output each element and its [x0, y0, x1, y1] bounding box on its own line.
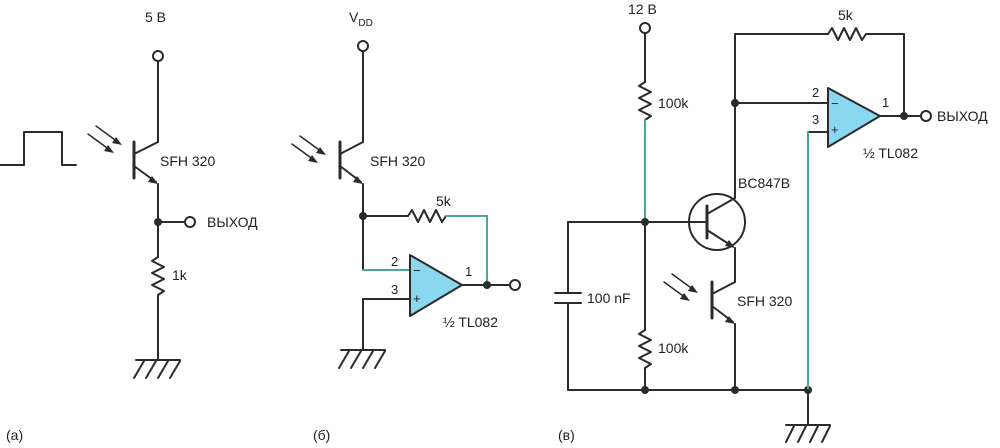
- output-terminal-a: [184, 216, 196, 228]
- resistor-5k-b: [407, 209, 447, 223]
- junction: [900, 112, 908, 120]
- light-arrows-c: [663, 273, 698, 301]
- junction: [641, 386, 649, 394]
- light-arrows-b: [291, 135, 326, 163]
- opamp-plus-b: +: [413, 291, 421, 306]
- transistor-bc847b: [688, 193, 746, 251]
- phototransistor-label-c: SFH 320: [737, 293, 792, 309]
- ground-icon-a: [133, 359, 181, 379]
- phototransistor-a: [132, 140, 159, 184]
- pin-3-c: 3: [812, 112, 819, 127]
- resistor-label-b: 5k: [436, 193, 452, 209]
- supply-label-c: 12 В: [628, 1, 657, 17]
- feedback-resistor-label-c: 5k: [838, 7, 854, 23]
- opamp-minus-c: −: [831, 96, 839, 111]
- transistor-label-c: BC847B: [738, 175, 790, 191]
- pin-1-b: 1: [465, 264, 472, 279]
- supply-terminal-b: [357, 40, 369, 52]
- pin-2-c: 2: [812, 85, 819, 100]
- caption-a: (a): [6, 427, 23, 443]
- opamp-label-c: ½ TL082: [863, 145, 918, 161]
- resistor-bottom-label-c: 100k: [658, 340, 689, 356]
- phototransistor-b: [338, 140, 364, 184]
- phototransistor-label-a: SFH 320: [160, 153, 215, 169]
- caption-b: (б): [313, 427, 330, 443]
- light-arrows-a: [87, 125, 122, 153]
- resistor-1k: [151, 256, 165, 296]
- panel-c: 12 В 100k 100k 100 nF: [554, 1, 988, 443]
- caption-c: (в): [558, 427, 575, 443]
- capacitor-label-c: 100 nF: [587, 290, 631, 306]
- opamp-label-b: ½ TL082: [443, 314, 498, 330]
- output-label-c: ВЫХОД: [937, 108, 988, 124]
- pin-3-b: 3: [391, 282, 398, 297]
- opamp-plus-c: +: [831, 122, 839, 137]
- ground-icon-b: [338, 349, 386, 369]
- pin-1-c: 1: [882, 95, 889, 110]
- panel-a: 5 В SFH 320 ВЫХОД 1k: [0, 9, 258, 443]
- pin-2-b: 2: [391, 254, 398, 269]
- resistor-label-a: 1k: [172, 267, 188, 283]
- resistor-5k-c: [827, 27, 867, 41]
- ground-icon-c: [785, 424, 831, 443]
- opamp-c: [827, 87, 881, 148]
- panel-b: VDD SFH 320 5k − + 2 3 1: [291, 9, 521, 443]
- output-label-a: ВЫХОД: [207, 214, 258, 230]
- output-terminal-c: [920, 110, 932, 122]
- capacitor-100nf: [554, 292, 582, 304]
- supply-label-b: VDD: [349, 9, 373, 29]
- opamp-minus-b: −: [413, 263, 421, 278]
- phototransistor-c: [710, 280, 736, 324]
- output-terminal-b: [509, 279, 521, 291]
- supply-terminal-a: [152, 50, 164, 62]
- resistor-100k-bottom: [638, 329, 652, 369]
- supply-label-a: 5 В: [145, 9, 166, 25]
- pulse-waveform: [0, 131, 77, 166]
- phototransistor-label-b: SFH 320: [370, 153, 425, 169]
- junction: [483, 281, 491, 289]
- resistor-100k-top: [638, 81, 652, 121]
- resistor-top-label-c: 100k: [658, 95, 689, 111]
- supply-terminal-c: [639, 22, 651, 34]
- opamp-b: [409, 254, 463, 317]
